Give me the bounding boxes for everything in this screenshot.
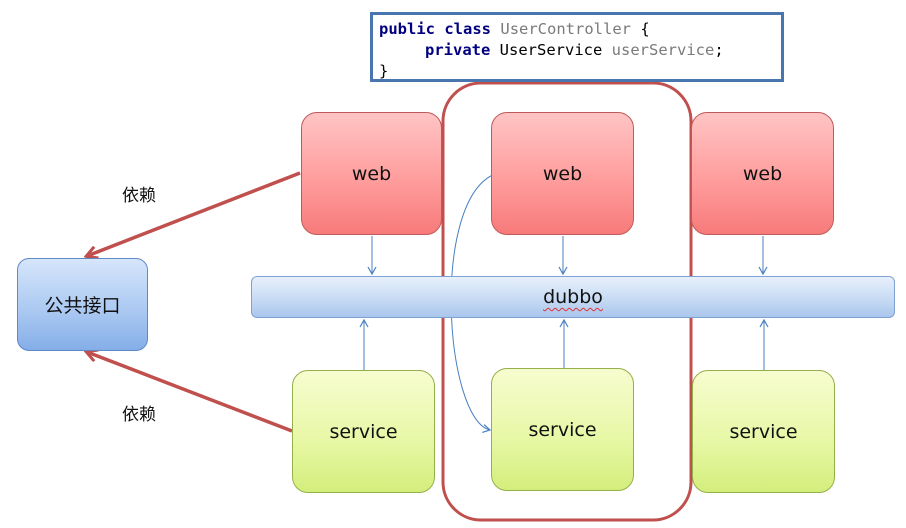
code-field-type: UserService xyxy=(499,41,603,59)
code-line-2: private UserService userService; xyxy=(379,40,775,61)
service-node-left: service xyxy=(292,370,435,493)
service-node-right-label: service xyxy=(729,420,798,443)
code-keyword-class: class xyxy=(444,20,492,38)
web-node-middle-label: web xyxy=(542,162,583,185)
code-line-1: public class UserController { xyxy=(379,19,775,40)
service-node-left-label: service xyxy=(329,420,398,443)
dubbo-bus-label: dubbo xyxy=(543,286,603,308)
service-dependency-arrow xyxy=(87,352,293,433)
service-node-right: service xyxy=(692,370,835,493)
dubbo-bus: dubbo xyxy=(251,276,895,318)
service-node-middle-label: service xyxy=(528,418,597,441)
web-node-left-label: web xyxy=(351,162,392,185)
code-keyword-private: private xyxy=(425,41,491,59)
web-node-middle: web xyxy=(491,112,634,235)
code-line-3: } xyxy=(379,61,775,82)
code-keyword-public: public xyxy=(379,20,435,38)
code-open-brace: { xyxy=(640,20,650,38)
dependency-label-top: 依赖 xyxy=(122,186,156,206)
web-node-left: web xyxy=(301,112,442,235)
web-node-right: web xyxy=(691,112,834,235)
web-node-right-label: web xyxy=(742,162,783,185)
common-interface-label: 公共接口 xyxy=(44,295,121,317)
web-dependency-arrow xyxy=(87,171,301,256)
common-interface-node: 公共接口 xyxy=(17,258,148,351)
service-node-middle: service xyxy=(491,368,634,491)
code-semicolon: ; xyxy=(714,41,724,59)
dependency-label-bottom: 依赖 xyxy=(122,405,156,425)
code-snippet: public class UserController {private Use… xyxy=(370,12,784,82)
code-close-brace: } xyxy=(379,62,389,80)
code-class-name: UserController xyxy=(500,20,632,38)
code-field-name: userService xyxy=(611,41,715,59)
